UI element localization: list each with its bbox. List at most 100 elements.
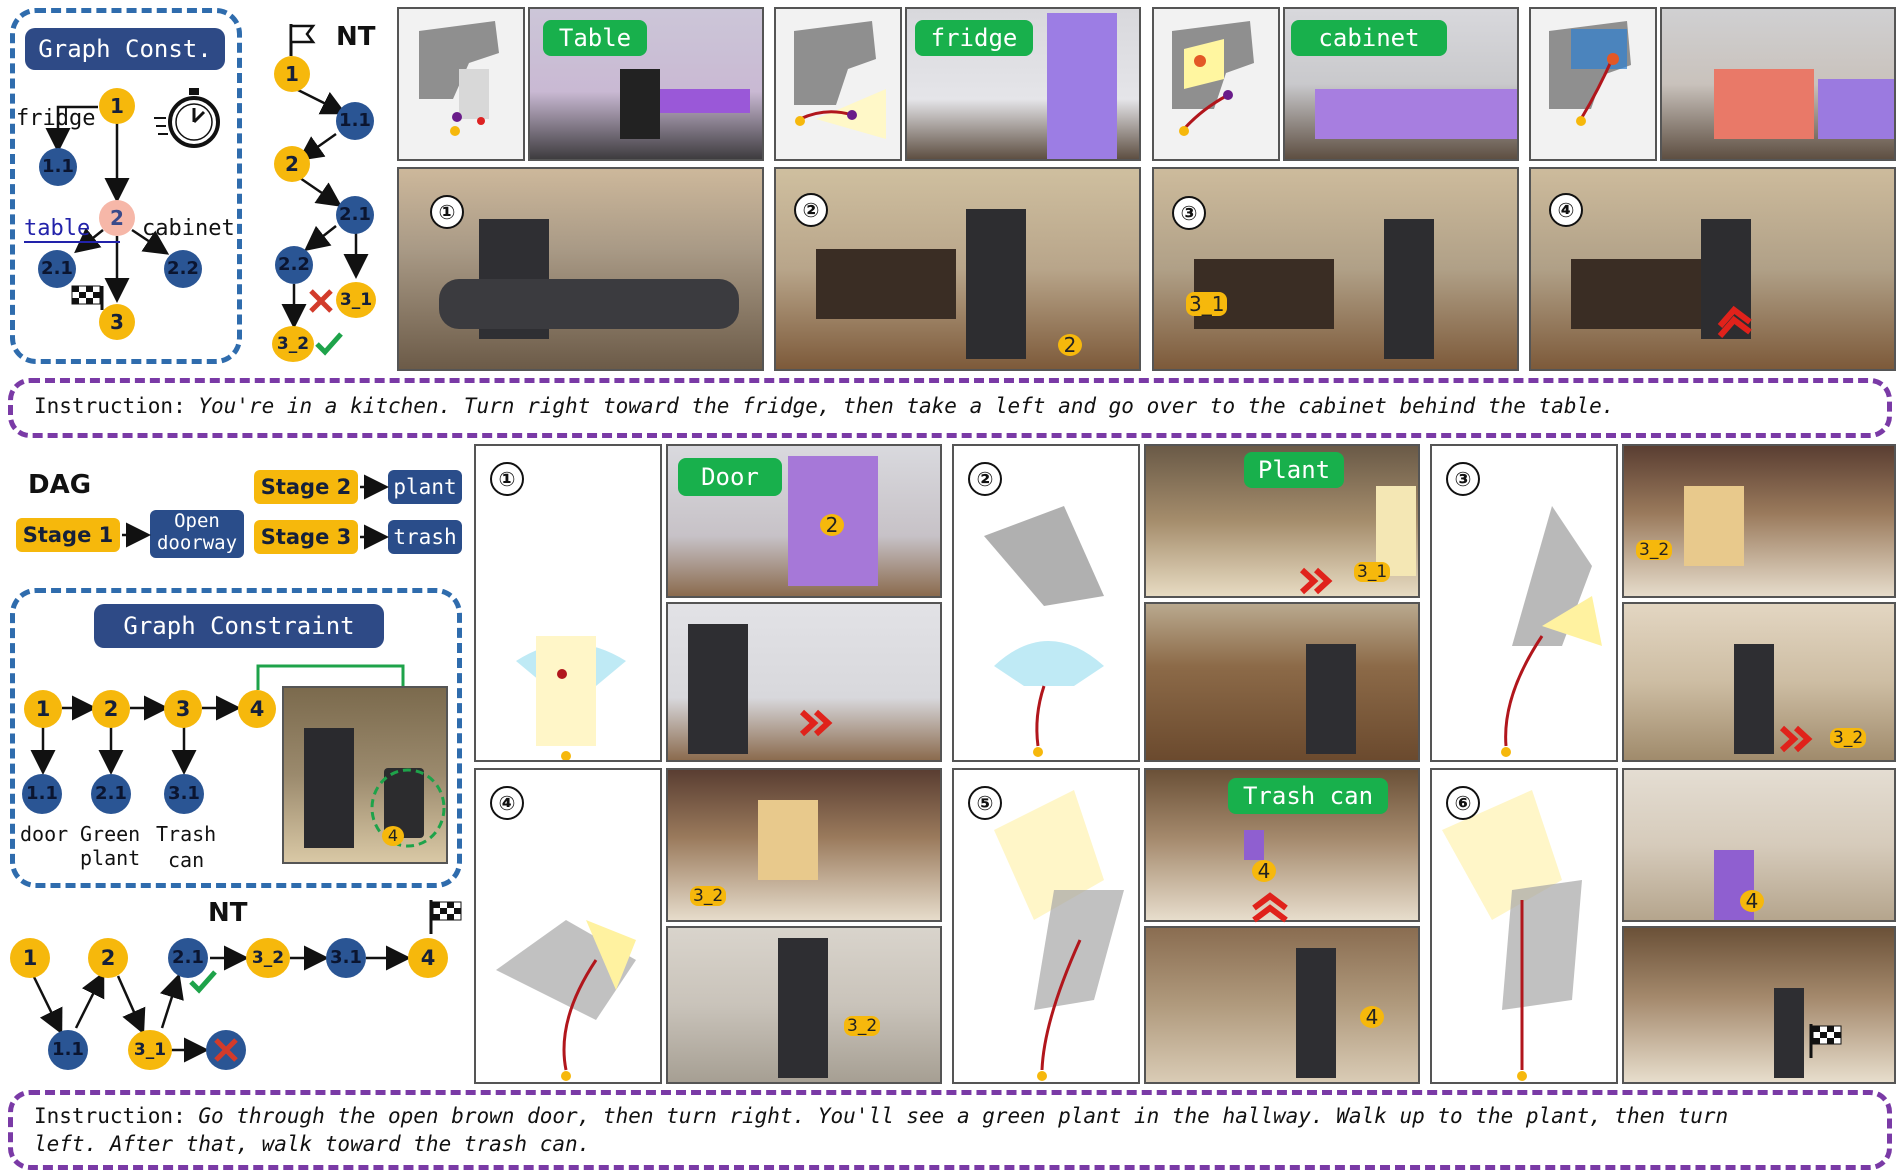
marker-b-3-2-b: 3_2 <box>1830 728 1867 748</box>
step-top-2: ② <box>794 193 828 227</box>
checkered-flag-icon-bottom <box>429 900 462 934</box>
cross-icon-bottom <box>214 1038 238 1062</box>
graph-node-2-2: 2.2 <box>164 250 202 288</box>
chevron-arrow-icon <box>1717 305 1752 338</box>
check-icon-bottom <box>189 970 217 994</box>
robot-photo-3 <box>1152 167 1519 371</box>
nt-b-node-1-1: 1.1 <box>48 1030 88 1070</box>
tag-trash-can: Trash can <box>1228 778 1388 814</box>
robot-photo-2 <box>774 167 1141 371</box>
instruction-bottom-line1: Instruction: Go through the open brown d… <box>34 1104 1728 1128</box>
map-panel-b1 <box>474 444 662 762</box>
graph-const-title: Graph Const. <box>25 28 225 70</box>
map-panel-b4 <box>474 768 662 1084</box>
tag-door: Door <box>678 458 782 496</box>
gc-node-4: 4 <box>238 690 276 728</box>
marker-b-4-a: 4 <box>1252 860 1276 882</box>
instruction-top: Instruction: You're in a kitchen. Turn r… <box>34 394 1614 418</box>
check-icon <box>315 332 343 356</box>
map-panel-b6 <box>1430 768 1618 1084</box>
gc-node-1-1: 1.1 <box>22 774 62 814</box>
label-plant: plant <box>80 846 141 870</box>
nt-top-edges <box>281 86 369 329</box>
nt-b-node-2: 2 <box>88 938 128 978</box>
instruction-bottom-text1: Go through the open brown door, then tur… <box>185 1104 1729 1128</box>
chevron-arrow-icon-b5 <box>1252 892 1288 923</box>
nt-node-1: 1 <box>274 56 310 92</box>
task-trash: trash <box>388 520 462 554</box>
step-b-2: ② <box>968 462 1002 496</box>
label-table: table <box>24 216 91 241</box>
task-plant: plant <box>388 470 462 504</box>
instruction-bottom-frame <box>8 1090 1892 1170</box>
nt-label-top: NT <box>336 22 376 52</box>
gc-node-2-1: 2.1 <box>91 774 131 814</box>
instruction-top-prefix: Instruction: <box>34 394 186 418</box>
gc-node-3: 3 <box>164 690 202 728</box>
label-can: can <box>168 848 205 872</box>
map-panel-1 <box>397 7 525 161</box>
flag-icon <box>289 24 316 56</box>
map-panel-4 <box>1529 7 1657 161</box>
nt-b-node-4: 4 <box>408 938 448 978</box>
map-panel-b3 <box>1430 444 1618 762</box>
graph-constraint-title: Graph Constraint <box>94 604 384 648</box>
step-b-4: ④ <box>490 786 524 820</box>
marker-b-3-2-a: 3_2 <box>1636 540 1673 560</box>
instruction-bottom-text2: left. After that, walk toward the trash … <box>34 1132 591 1156</box>
tag-plant: Plant <box>1244 452 1344 488</box>
nt-bottom-edges <box>32 945 411 1063</box>
graph-node-1-1: 1.1 <box>39 148 77 186</box>
nt-b-node-3-1-alt: 3_1 <box>128 1030 172 1070</box>
step-top-3: ③ <box>1172 196 1206 230</box>
trashcan-highlight-circle <box>370 768 446 848</box>
step-b-1: ① <box>490 462 524 496</box>
stage-3: Stage 3 <box>254 520 358 554</box>
nt-node-2: 2 <box>274 146 310 182</box>
tag-table: Table <box>543 20 647 56</box>
stopwatch-icon <box>154 88 220 148</box>
graph-constraint-frame <box>10 588 462 888</box>
map-panel-2 <box>774 7 902 161</box>
gc-node-2: 2 <box>92 690 130 728</box>
robot-photo-4 <box>1529 167 1896 371</box>
chevron-arrow-icon-b3 <box>1779 725 1813 753</box>
nt-node-2-1: 2.1 <box>336 196 374 234</box>
gc-node-1: 1 <box>24 690 62 728</box>
marker-b-2: 2 <box>820 514 844 536</box>
instruction-bottom-prefix: Instruction: <box>34 1104 186 1128</box>
tag-cabinet: cabinet <box>1291 20 1447 56</box>
chevron-arrow-icon-b2 <box>1299 567 1333 595</box>
nt-b-node-1: 1 <box>10 938 50 978</box>
step-b-3: ③ <box>1446 462 1480 496</box>
photo-b-robot-1 <box>666 602 942 762</box>
marker-b-3-2-d: 3_2 <box>844 1016 881 1036</box>
chevron-arrow-icon-b1 <box>799 709 833 737</box>
graph-const-frame <box>10 8 242 364</box>
marker-top-3-1: 3_1 <box>1186 292 1228 316</box>
task-open-doorway: Open doorway <box>150 510 244 558</box>
graph-node-2-1: 2.1 <box>38 250 76 288</box>
graph-node-1: 1 <box>99 88 135 124</box>
checkered-flag-icon-b6 <box>1809 1024 1842 1058</box>
graph-node-3: 3 <box>99 304 135 340</box>
graph-node-2: 2 <box>99 200 135 236</box>
instruction-top-text: You're in a kitchen. Turn right toward t… <box>185 394 1615 418</box>
dag-label: DAG <box>28 470 92 500</box>
map-panel-b2 <box>952 444 1140 762</box>
cross-icon <box>309 289 333 313</box>
label-green: Green <box>80 822 141 846</box>
gc-node-3-1: 3.1 <box>164 774 204 814</box>
map-panel-b5 <box>952 768 1140 1084</box>
photo-b-robot-2 <box>1144 602 1420 762</box>
photo-marker-4: 4 <box>382 826 404 846</box>
marker-b-3-1: 3_1 <box>1354 562 1391 582</box>
dag-arrows <box>122 474 389 550</box>
label-fridge: fridge <box>16 106 96 131</box>
nt-label-bottom: NT <box>208 898 248 928</box>
nt-b-node-2-1: 2.1 <box>168 938 208 978</box>
step-b-5: ⑤ <box>968 786 1002 820</box>
nt-node-3-1: 3_1 <box>336 282 376 318</box>
label-door: door <box>20 822 69 846</box>
map-panel-3 <box>1152 7 1280 161</box>
